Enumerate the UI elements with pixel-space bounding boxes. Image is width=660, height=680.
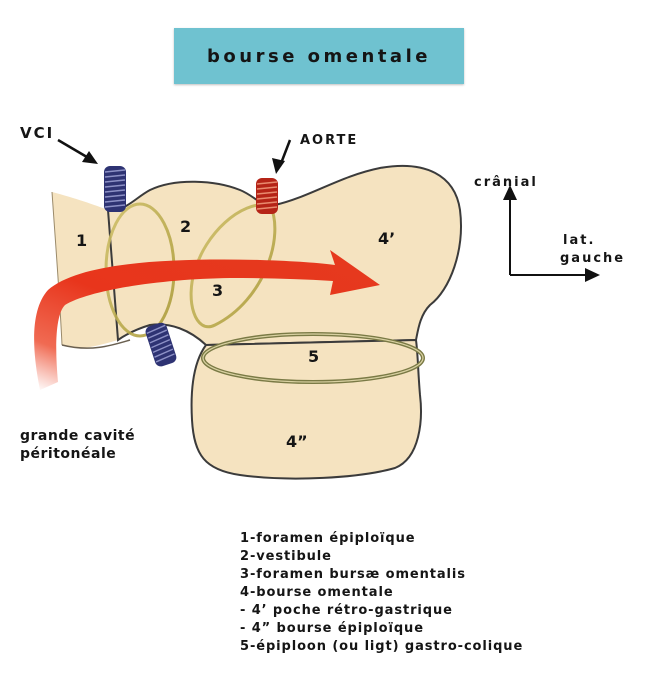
legend-item: - 4” bourse épiploïque — [240, 621, 424, 636]
cavity-label-1: grande cavité — [20, 428, 135, 444]
vci-label: VCI — [20, 124, 54, 142]
lower-sac-outline — [190, 338, 422, 480]
legend-item: 3-foramen bursæ omentalis — [240, 567, 466, 582]
peritoneal-flap-edge — [51, 191, 63, 346]
upper-sac-outline — [106, 164, 462, 347]
region-2-label: 2 — [180, 217, 191, 236]
peritoneal-flap — [52, 192, 118, 348]
legend-item: 4-bourse omentale — [240, 585, 394, 600]
region-5-label: 5 — [308, 347, 319, 366]
cavity-label-2: péritonéale — [20, 446, 116, 462]
aorta-label: AORTE — [300, 133, 358, 148]
legend-list: 1-foramen épiploïque 2-vestibule 3-foram… — [240, 530, 523, 656]
down-right-arrow-icon — [57, 138, 98, 164]
aorta-coil — [256, 178, 278, 214]
lateral-label-2: gauche — [560, 251, 625, 266]
passage-arrow — [34, 250, 380, 390]
lateral-label-1: lat. — [563, 233, 595, 248]
down-arrow-icon — [272, 139, 292, 174]
page-title: bourse omentale — [207, 45, 431, 67]
cranial-label: crânial — [474, 175, 538, 190]
legend-item: - 4’ poche rétro-gastrique — [240, 603, 453, 618]
peritoneal-flap-bottom — [61, 339, 131, 349]
legend-item: 1-foramen épiploïque — [240, 531, 416, 546]
region-4double-label: 4” — [286, 432, 308, 451]
title-box: bourse omentale — [174, 28, 464, 84]
right-arrow-icon — [585, 268, 600, 282]
legend-item: 2-vestibule — [240, 549, 332, 564]
bursae-foramen-ring — [189, 203, 277, 329]
region-1-label: 1 — [76, 231, 87, 250]
vci-coil-lower — [145, 322, 177, 367]
region-4prime-label: 4’ — [378, 229, 395, 248]
axes-gizmo — [503, 185, 600, 282]
legend-item: 5-épiploon (ou ligt) gastro-colique — [240, 639, 524, 654]
gastrocolic-ring-inner — [202, 333, 424, 383]
up-arrow-icon — [503, 185, 517, 200]
region-3-label: 3 — [212, 281, 223, 300]
vci-coil — [104, 166, 126, 212]
